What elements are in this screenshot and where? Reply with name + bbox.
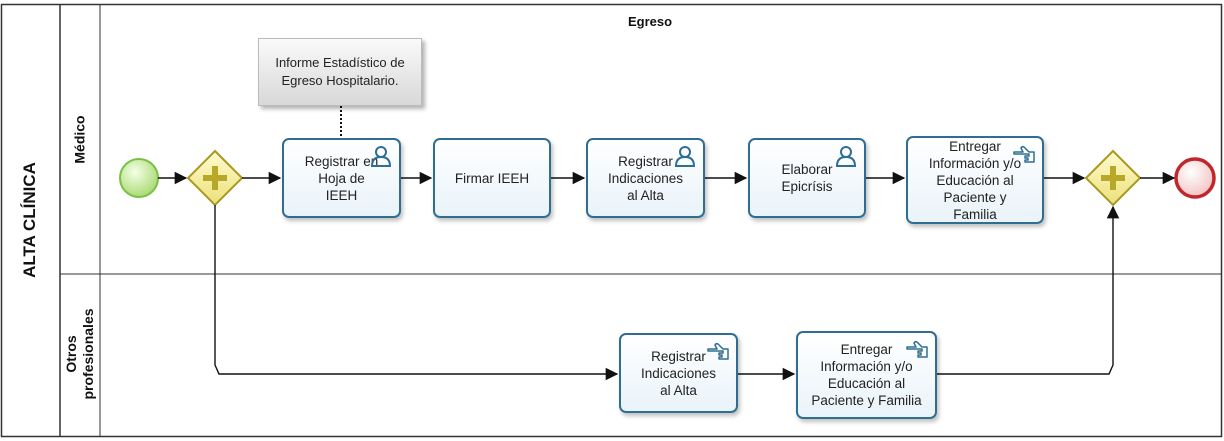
- lane-title-medico: Médico: [71, 115, 88, 164]
- task-registrar-hoja-ieeh[interactable]: Registrar en Hoja de IEEH: [282, 138, 401, 218]
- lane-title-line1: Otros: [63, 335, 79, 373]
- task-entregar-informacion-medico[interactable]: Entregar Información y/o Educación al Pa…: [906, 136, 1044, 224]
- task-label: Entregar Información y/o Educación al Pa…: [928, 138, 1022, 222]
- parallel-gateway-split[interactable]: [186, 149, 244, 207]
- task-registrar-indicaciones-alta[interactable]: Registrar Indicaciones al Alta: [586, 138, 705, 218]
- user-task-icon: [370, 146, 392, 167]
- task-label: Firmar IEEH: [454, 170, 530, 186]
- pool-frame: [0, 3, 1223, 438]
- task-label: Registrar Indicaciones al Alta: [607, 153, 684, 203]
- task-label: Registrar Indicaciones al Alta: [640, 348, 717, 398]
- manual-task-icon: [707, 342, 729, 360]
- user-task-icon: [835, 146, 857, 167]
- task-label: Elaborar Epicrísis: [781, 162, 833, 194]
- task-entregar-informacion-otros[interactable]: Entregar Información y/o Educación al Pa…: [796, 331, 937, 419]
- pool-title: ALTA CLÍNICA: [20, 162, 39, 278]
- flow-gateway-to-lower-task1: [214, 205, 619, 381]
- sequence-flows: [158, 171, 1176, 381]
- annotation-text: Informe Estadístico de Egreso Hospitalar…: [275, 55, 405, 88]
- task-elaborar-epicrisis[interactable]: Elaborar Epicrísis: [748, 138, 866, 218]
- task-firmar-ieeh[interactable]: Firmar IEEH: [433, 138, 551, 218]
- manual-task-icon: [906, 340, 928, 358]
- task-registrar-indicaciones-alta-otros[interactable]: Registrar Indicaciones al Alta: [619, 333, 738, 413]
- task-label: Entregar Información y/o Educación al Pa…: [811, 342, 922, 408]
- user-task-icon: [674, 146, 696, 167]
- phase-title: Egreso: [627, 14, 673, 29]
- start-event[interactable]: [119, 158, 159, 198]
- lane-title-otros-profesionales: Otros profesionales: [63, 299, 97, 409]
- task-label: Registrar en Hoja de IEEH: [304, 153, 379, 203]
- flow-lower-task2-to-join: [937, 205, 1120, 375]
- parallel-gateway-join[interactable]: [1084, 149, 1142, 207]
- lane-title-line2: profesionales: [80, 308, 96, 400]
- end-event[interactable]: [1174, 157, 1216, 199]
- text-annotation[interactable]: Informe Estadístico de Egreso Hospitalar…: [258, 38, 422, 106]
- manual-task-icon: [1013, 145, 1035, 163]
